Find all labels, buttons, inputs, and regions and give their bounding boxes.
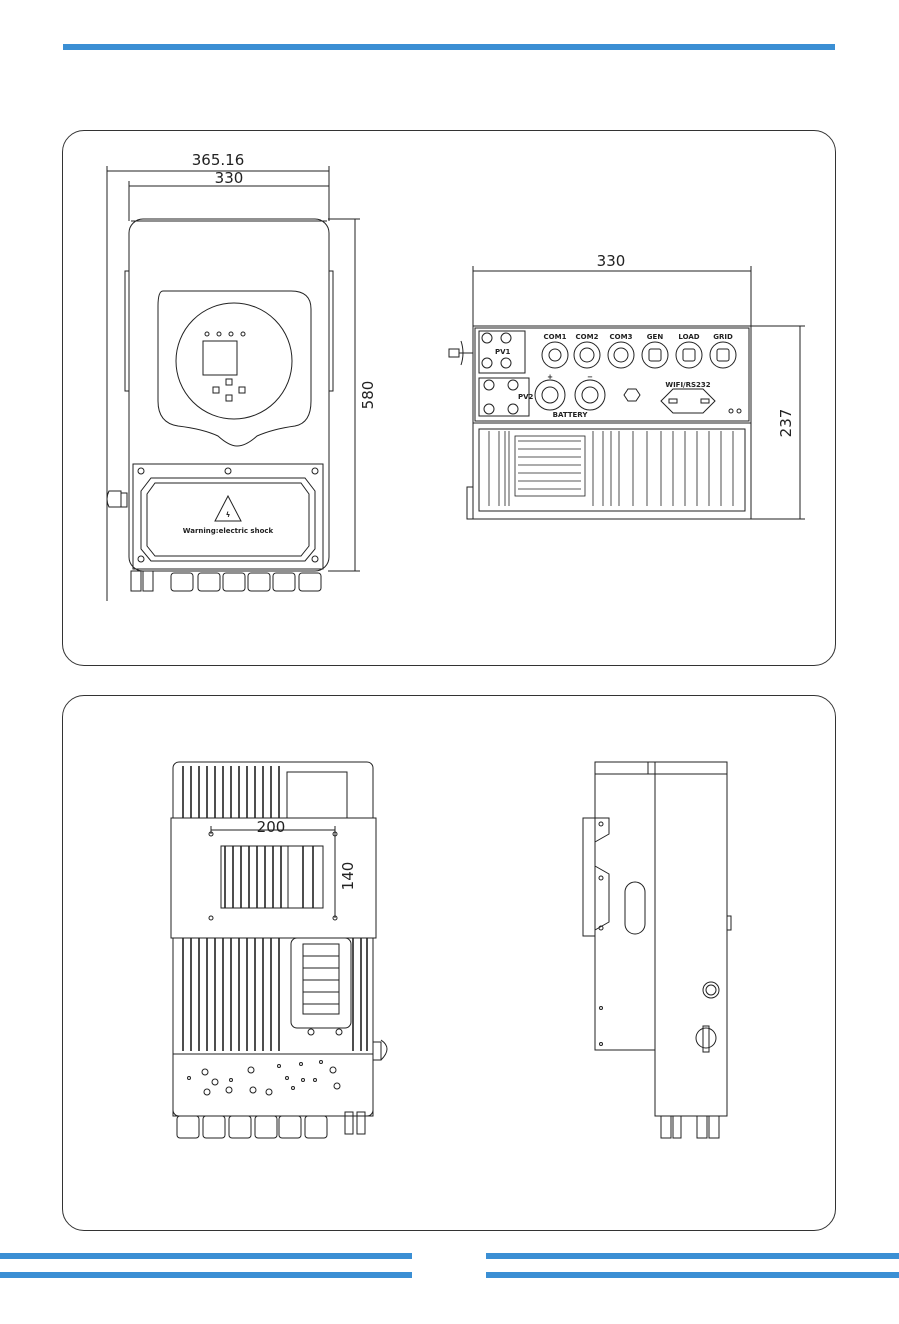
footer-accent-bar-right-1 (486, 1253, 899, 1259)
footer-accent-bar-right-2 (486, 1272, 899, 1278)
port-label-load: LOAD (678, 333, 699, 341)
dim-bottom-depth: 237 (777, 409, 795, 438)
footer-accent-bar-left-1 (0, 1253, 412, 1259)
dim-bottom-width: 330 (597, 252, 626, 270)
port-label-battery: BATTERY (553, 411, 589, 419)
front-and-bottom-view-panel: 365.16 330 580 330 237 COM1 COM2 COM3 GE… (62, 130, 836, 666)
dim-height: 580 (359, 381, 377, 410)
dim-overall-width: 365.16 (192, 151, 245, 169)
dim-body-width: 330 (215, 169, 244, 187)
dim-bracket-height: 140 (339, 862, 357, 891)
header-accent-bar (63, 44, 835, 50)
battery-minus-label: − (587, 373, 593, 381)
battery-plus-label: + (547, 373, 553, 381)
footer-accent-bar-left-2 (0, 1272, 412, 1278)
port-label-com1: COM1 (544, 333, 567, 341)
port-label-pv2: PV2 (518, 393, 534, 401)
port-label-com2: COM2 (576, 333, 599, 341)
port-label-grid: GRID (713, 333, 733, 341)
dimension-drawing-bottom: 200 140 (63, 696, 837, 1232)
dimension-drawing-top: 365.16 330 580 330 237 COM1 COM2 COM3 GE… (63, 131, 837, 667)
lightning-icon: ϟ (226, 511, 231, 519)
port-label-pv1: PV1 (495, 348, 511, 356)
warning-label: Warning:electric shock (183, 527, 274, 535)
port-label-gen: GEN (647, 333, 664, 341)
port-label-wifi: WIFI/RS232 (665, 381, 710, 389)
dim-bracket-width: 200 (257, 818, 286, 836)
port-label-com3: COM3 (610, 333, 633, 341)
rear-and-side-view-panel: 200 140 (62, 695, 836, 1231)
